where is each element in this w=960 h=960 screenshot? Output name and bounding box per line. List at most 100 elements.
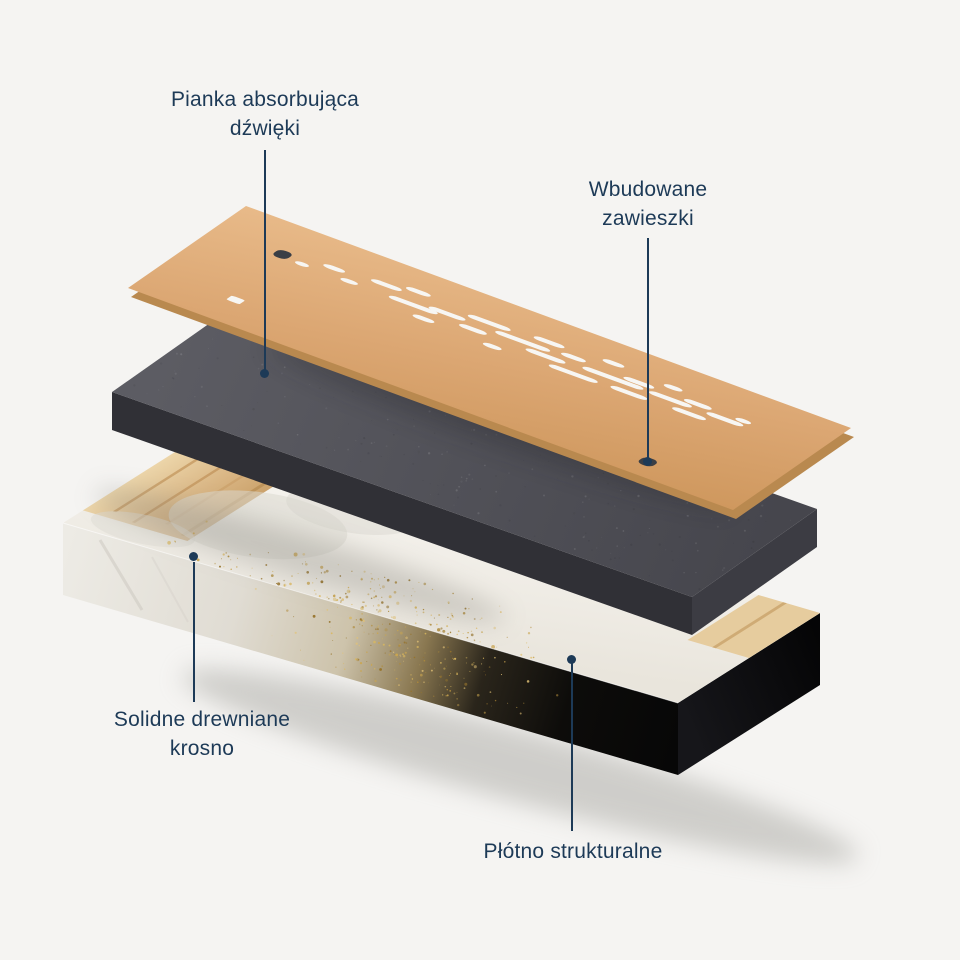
- gold-speck: [449, 650, 452, 653]
- gold-speck: [429, 635, 431, 637]
- gold-speck: [447, 646, 449, 649]
- foam-speck: [283, 366, 286, 369]
- leader-dot-frame: [189, 552, 198, 561]
- foam-speck: [280, 372, 283, 375]
- gold-speck: [500, 674, 503, 676]
- gold-speck: [236, 566, 238, 568]
- foam-speck: [207, 348, 209, 350]
- foam-speck: [417, 450, 420, 453]
- board-slot: [495, 331, 551, 352]
- foam-speck: [765, 520, 767, 522]
- gold-speck: [387, 610, 390, 613]
- foam-speck: [564, 525, 566, 527]
- gold-speck: [378, 642, 380, 644]
- gold-speck: [465, 656, 468, 659]
- foam-speck: [658, 543, 661, 546]
- gold-speck: [394, 634, 396, 636]
- gold-speck: [450, 655, 452, 657]
- gold-speck: [420, 692, 422, 694]
- foam-speck: [623, 547, 625, 549]
- gold-speck: [370, 664, 373, 667]
- foam-speck: [588, 539, 590, 542]
- label-foam: Pianka absorbująca dźwięki: [170, 88, 360, 140]
- gold-speck: [376, 632, 379, 634]
- foam-speck: [747, 518, 750, 521]
- gold-speck: [530, 656, 533, 659]
- foam-speck: [533, 540, 536, 542]
- foam-speck: [216, 357, 219, 360]
- foam-speck: [557, 477, 559, 479]
- gold-speck: [471, 663, 474, 666]
- foam-speck: [583, 516, 585, 518]
- gold-speck: [361, 625, 363, 627]
- gold-speck: [479, 641, 481, 643]
- gold-speck: [470, 630, 473, 632]
- gold-speck: [326, 596, 329, 598]
- foam-speck: [601, 536, 603, 538]
- gold-speck: [389, 650, 392, 653]
- foam-speck: [212, 338, 214, 340]
- gold-speck: [416, 611, 418, 613]
- foam-speck: [417, 445, 420, 448]
- gold-speck: [482, 657, 485, 659]
- foam-speck: [373, 441, 375, 443]
- foam-speck: [582, 536, 585, 539]
- foam-speck: [180, 406, 182, 408]
- gold-speck: [410, 657, 412, 659]
- gold-speck: [443, 667, 446, 670]
- gold-speck: [374, 678, 376, 680]
- gold-speck: [367, 614, 368, 616]
- foam-speck: [379, 455, 381, 457]
- gold-speck: [440, 630, 442, 633]
- gold-speck: [491, 645, 495, 649]
- foam-speck: [573, 512, 576, 515]
- gold-speck: [223, 566, 225, 568]
- gold-speck: [336, 599, 339, 601]
- gold-speck: [443, 630, 445, 632]
- gold-speck: [272, 570, 274, 573]
- gold-speck: [384, 628, 388, 632]
- foam-speck: [198, 367, 200, 369]
- leader-line-foam: [264, 150, 266, 372]
- gold-speck: [446, 694, 449, 697]
- gold-speck: [345, 637, 347, 639]
- foam-speck: [686, 515, 688, 517]
- gold-speck: [402, 654, 406, 658]
- gold-speck: [384, 652, 386, 654]
- foam-speck: [441, 452, 443, 455]
- gold-speck: [520, 653, 523, 656]
- board-slot: [663, 384, 683, 392]
- gold-speck: [374, 628, 377, 631]
- gold-speck: [416, 681, 419, 684]
- foam-speck: [584, 495, 587, 498]
- foam-speck: [588, 498, 590, 500]
- foam-speck: [618, 557, 621, 559]
- gold-speck: [376, 628, 379, 631]
- foam-speck: [422, 479, 424, 482]
- gold-speck: [483, 670, 485, 672]
- board-slot: [735, 417, 752, 425]
- gold-speck: [424, 652, 426, 654]
- foam-speck: [609, 558, 612, 561]
- foam-speck: [175, 373, 177, 375]
- gold-speck: [450, 686, 452, 687]
- gold-speck: [395, 677, 398, 680]
- gold-speck: [429, 664, 431, 666]
- foam-speck: [437, 484, 439, 486]
- foam-speck: [429, 493, 431, 495]
- gold-speck: [341, 598, 344, 601]
- gold-speck: [355, 642, 358, 645]
- gold-speck: [220, 558, 223, 560]
- gold-speck: [395, 660, 397, 662]
- foam-speck: [508, 472, 510, 474]
- gold-speck: [392, 651, 395, 653]
- gold-speck: [372, 633, 374, 635]
- gold-speck: [340, 600, 342, 602]
- gold-speck: [404, 651, 407, 654]
- gold-speck: [465, 662, 467, 664]
- foam-speck: [616, 545, 618, 547]
- gold-speck: [530, 626, 532, 629]
- gold-speck: [405, 642, 408, 644]
- foam-speck: [761, 504, 764, 507]
